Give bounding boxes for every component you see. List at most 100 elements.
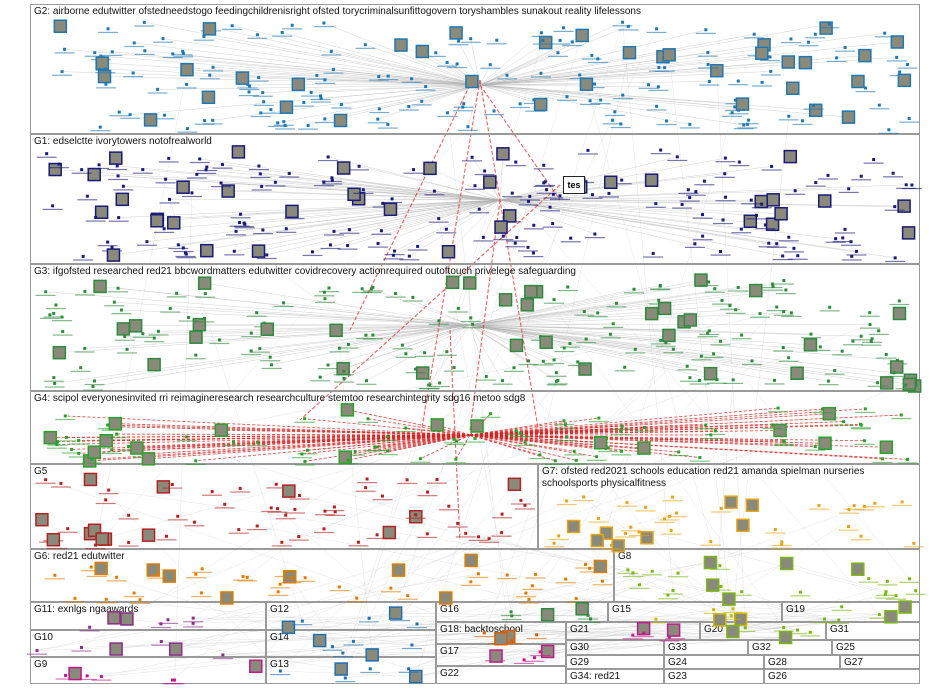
node <box>342 370 345 373</box>
node <box>539 72 542 75</box>
node-tag <box>492 517 512 518</box>
node <box>501 379 504 382</box>
node <box>731 111 734 114</box>
node <box>719 250 722 253</box>
node <box>634 348 637 351</box>
node <box>304 576 307 579</box>
node <box>203 119 206 122</box>
node-tag <box>755 228 775 229</box>
node <box>810 333 813 336</box>
node-tag <box>402 82 422 83</box>
node-tag <box>107 580 127 581</box>
node-tag <box>885 210 905 211</box>
node-tag <box>292 457 312 458</box>
node-tag <box>427 483 447 484</box>
node-tag <box>642 574 662 575</box>
node <box>392 254 395 257</box>
node <box>716 378 719 381</box>
node <box>80 646 83 649</box>
node <box>410 77 413 80</box>
node <box>906 458 909 461</box>
node <box>706 332 709 335</box>
node <box>576 360 579 363</box>
node <box>881 457 884 460</box>
node-tag <box>85 56 105 57</box>
node-tag <box>533 43 553 44</box>
node-tag <box>83 390 103 391</box>
node-tag <box>154 232 174 233</box>
node <box>571 40 574 43</box>
node-tag <box>723 383 743 384</box>
node <box>850 255 853 258</box>
node <box>621 21 624 24</box>
node-avatar <box>885 611 897 623</box>
node-tag <box>763 290 783 291</box>
node <box>471 156 474 159</box>
node-tag <box>71 371 91 372</box>
node-avatar <box>576 603 588 615</box>
node-avatar <box>891 36 903 48</box>
node-tag <box>111 313 131 314</box>
node <box>556 51 559 54</box>
node-tag <box>144 341 164 342</box>
node-tag <box>385 297 405 298</box>
node <box>194 459 197 462</box>
node <box>612 322 615 325</box>
node-avatar <box>787 82 799 94</box>
node-tag <box>860 316 880 317</box>
node-tag <box>497 578 517 579</box>
node <box>301 620 304 623</box>
node <box>270 363 273 366</box>
node-tag <box>329 590 349 591</box>
node-avatar <box>416 45 428 57</box>
node-tag <box>275 576 295 577</box>
node <box>323 117 326 120</box>
node-tag <box>148 92 168 93</box>
node-tag <box>365 450 385 451</box>
node-tag <box>325 515 345 516</box>
node-tag <box>661 534 681 535</box>
node-tag <box>347 601 367 602</box>
node-avatar <box>495 221 507 233</box>
node <box>524 592 527 595</box>
node <box>91 385 94 388</box>
node-tag <box>294 105 314 106</box>
node <box>706 51 709 54</box>
node-tag <box>587 460 607 461</box>
node <box>847 187 850 190</box>
node <box>347 343 350 346</box>
node <box>688 196 691 199</box>
node <box>527 200 530 203</box>
node-tag <box>348 545 368 546</box>
node-avatar <box>95 562 107 574</box>
node <box>260 185 263 188</box>
node-tag <box>613 98 633 99</box>
node-tag <box>90 130 110 131</box>
node <box>841 350 844 353</box>
node-tag <box>117 352 137 353</box>
node-tag <box>752 207 772 208</box>
node-avatar <box>69 668 81 680</box>
node <box>860 535 863 538</box>
node <box>564 423 567 426</box>
node-tag <box>77 199 97 200</box>
node <box>277 590 280 593</box>
node <box>371 334 374 337</box>
node-avatar <box>232 146 244 158</box>
node <box>721 299 724 302</box>
node <box>549 206 552 209</box>
node-avatar <box>117 323 129 335</box>
node-tag <box>799 45 819 46</box>
node-tag <box>497 78 517 79</box>
node-tag <box>876 358 896 359</box>
node <box>478 208 481 211</box>
node <box>887 128 890 131</box>
node-tag <box>801 337 821 338</box>
node <box>51 204 54 207</box>
node-tag <box>615 536 635 537</box>
node-avatar <box>819 195 831 207</box>
node-tag <box>184 525 204 526</box>
node-tag <box>575 567 595 568</box>
node <box>282 301 285 304</box>
node-tag <box>224 254 244 255</box>
